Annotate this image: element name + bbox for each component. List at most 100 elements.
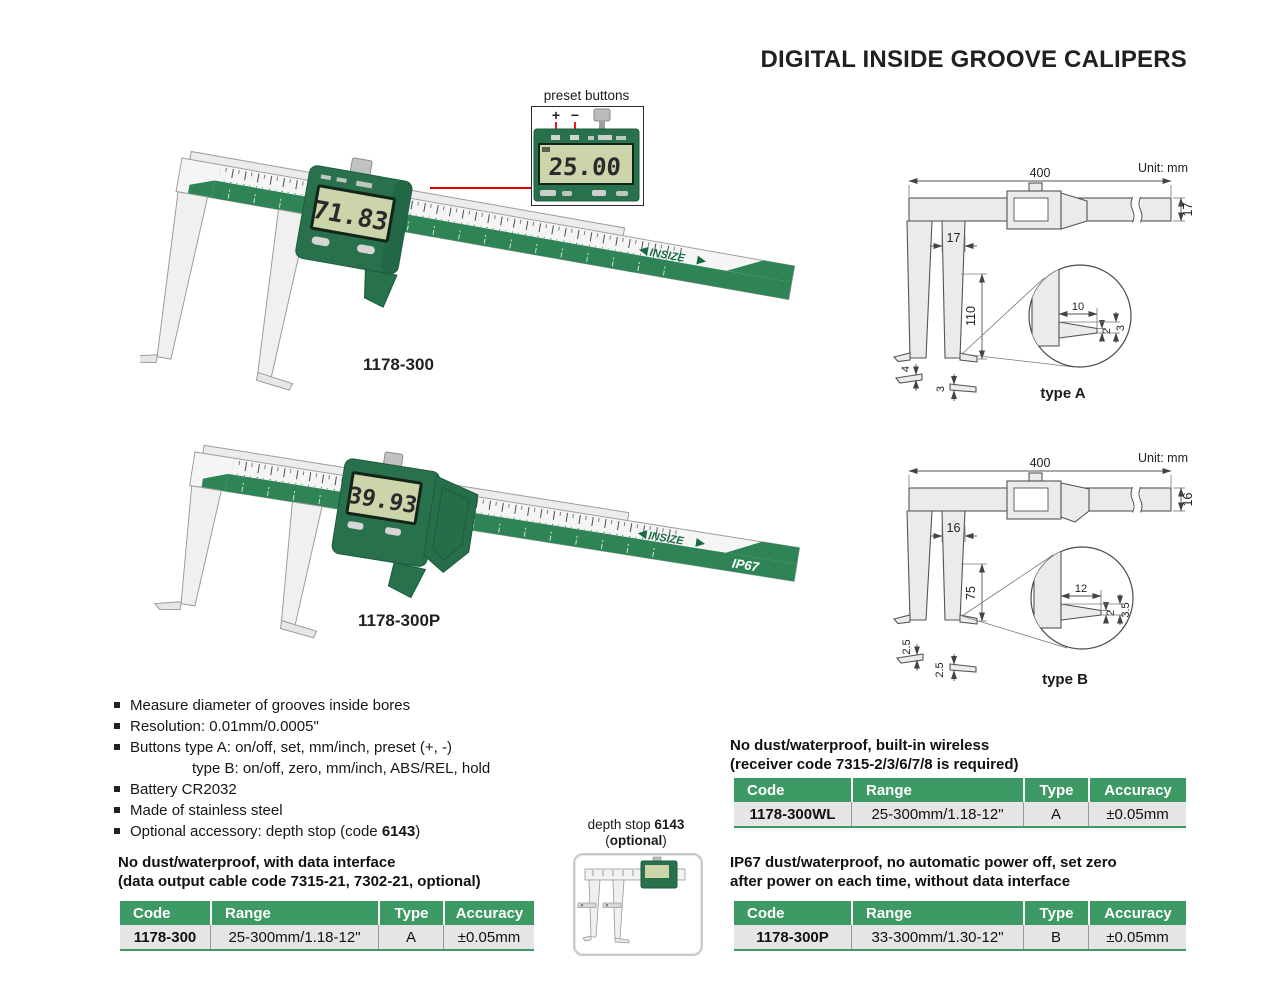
bullet-icon (114, 828, 120, 834)
mini-jaw (588, 879, 601, 938)
cell-type: A (378, 925, 443, 949)
dim-left-tip: 2.5 (901, 639, 913, 654)
table-title: No dust/waterproof, with data interface … (118, 854, 481, 890)
sliding-jaw-tip (279, 619, 318, 639)
drawing-type-label: type B (1042, 671, 1088, 688)
dim-left-tip: 4 (900, 366, 912, 372)
svg-text:INSIZE: INSIZE (648, 530, 686, 548)
cell-accuracy: ±0.05mm (443, 925, 534, 949)
button-icon (357, 244, 375, 255)
cell-type: B (1023, 925, 1088, 949)
col-header: Accuracy (1088, 778, 1186, 802)
cell-range: 25-300mm/1.18-12" (851, 802, 1023, 826)
display-unit: 71.83 (295, 157, 413, 308)
cell-code: 1178-300 (133, 928, 197, 946)
page-title: DIGITAL INSIDE GROOVE CALIPERS (760, 46, 1187, 73)
table-header-row: Code Range Type Accuracy (120, 901, 534, 925)
fixed-jaw (180, 485, 222, 607)
model-label-1178-300P: 1178-300P (358, 611, 441, 630)
unit-label: Unit: mm (1138, 451, 1188, 465)
spec-table-1178-300WL: Code Range Type Accuracy 1178-300WL 25-3… (734, 778, 1186, 828)
feature-item: Battery CR2032 (114, 779, 614, 800)
insize-logo: INSIZE (637, 530, 705, 548)
beam-tip (726, 260, 795, 283)
feature-item: Measure diameter of grooves inside bores (114, 695, 614, 716)
spec-table-1178-300P: Code Range Type Accuracy 1178-300P 33-30… (734, 901, 1186, 951)
cell-accuracy: ±0.05mm (1088, 802, 1186, 826)
technical-drawing-type-b: Unit: mm 400 16 16 75 12 (892, 451, 1195, 688)
sliding-jaw-tip (255, 371, 294, 391)
col-header: Code (747, 781, 785, 799)
ip67-badge: IP67 (731, 556, 761, 575)
bullet-icon (114, 807, 120, 813)
sliding-jaw (280, 501, 323, 626)
dim-tip-height: 3.5 (1120, 602, 1132, 617)
ip67-cover (423, 475, 479, 573)
fixed-jaw-tip (153, 601, 183, 611)
dim-jaw-reach: 75 (964, 586, 978, 600)
dim-tip-length: 10 (1072, 301, 1084, 313)
thumb-grip (387, 561, 427, 599)
model-label-1178-300: 1178-300 (363, 355, 434, 374)
dim-tip-thickness: 2 (1101, 328, 1113, 334)
col-header: Accuracy (1088, 901, 1186, 925)
features-list: Measure diameter of grooves inside bores… (114, 695, 614, 842)
table-title: No dust/waterproof, built-in wireless (r… (730, 737, 1019, 773)
col-header: Type (1023, 901, 1088, 925)
table-header-row: Code Range Type Accuracy (734, 901, 1186, 925)
dim-tip-thickness: 2 (1105, 610, 1117, 616)
caliper-photo-1178-300: INSIZE 71.83 (140, 150, 796, 391)
col-header: Range (851, 901, 1023, 925)
technical-drawing-type-a: Unit: mm 400 17 17 110 (892, 161, 1195, 402)
dim-tip-height: 3 (1115, 325, 1127, 331)
cell-range: 25-300mm/1.18-12" (210, 925, 378, 949)
scale-band-arrow (187, 180, 215, 198)
thumb-grip (363, 268, 398, 308)
mini-jaw (612, 879, 625, 940)
dim-right-tip: 3 (935, 386, 947, 392)
feature-item: Made of stainless steel (114, 800, 614, 821)
dim-jaw-reach: 110 (964, 306, 978, 326)
depth-stop-label: depth stop 6143 (optional) (587, 817, 685, 848)
preset-minus-button (570, 135, 579, 140)
feature-text: Optional accessory: depth stop (code 614… (130, 823, 421, 840)
lcd-value: 25.00 (548, 153, 622, 181)
button-icon (592, 190, 606, 196)
spec-table-1178-300: Code Range Type Accuracy 1178-300 25-300… (120, 901, 534, 951)
lcd-screen (313, 187, 393, 240)
feature-text-line2: type B: on/off, zero, mm/inch, ABS/REL, … (192, 760, 491, 777)
fixed-jaw-tip (140, 354, 159, 364)
depth-stop-pin (577, 902, 597, 908)
col-header: Range (851, 778, 1023, 802)
feature-item: Resolution: 0.01mm/0.0005" (114, 716, 614, 737)
feature-text: Buttons type A: on/off, set, mm/inch, pr… (130, 739, 452, 756)
preset-plus-button (551, 135, 560, 140)
button-icon (540, 190, 556, 196)
drawing-type-label: type A (1040, 385, 1085, 402)
jaw-outline (906, 510, 933, 621)
feature-text: Made of stainless steel (130, 802, 283, 819)
preset-buttons-label: preset buttons (543, 88, 630, 103)
bullet-icon (114, 744, 120, 750)
button-icon (311, 236, 330, 247)
lcd-screen (645, 865, 669, 878)
lcd-screen (348, 474, 420, 523)
col-header: Accuracy (443, 901, 534, 925)
preset-plus-label: + (552, 107, 560, 123)
dim-right-tip: 2.5 (934, 662, 946, 677)
dim-beam-height: 16 (1181, 493, 1195, 507)
scale-band-arrow (201, 473, 228, 492)
cell-type: A (1023, 802, 1088, 826)
bullet-icon (114, 723, 120, 729)
feature-text: Resolution: 0.01mm/0.0005" (130, 718, 319, 735)
col-header: Range (210, 901, 378, 925)
table-row: 1178-300WL 25-300mm/1.18-12" A ±0.05mm (734, 802, 1186, 828)
table-row: 1178-300P 33-300mm/1.30-12" B ±0.05mm (734, 925, 1186, 951)
depth-stop-image (573, 853, 703, 956)
dim-tip-length: 12 (1075, 583, 1087, 595)
col-header: Type (378, 901, 443, 925)
feature-text: Battery CR2032 (130, 781, 237, 798)
thumb-screw-icon (593, 108, 611, 122)
bullet-icon (114, 786, 120, 792)
